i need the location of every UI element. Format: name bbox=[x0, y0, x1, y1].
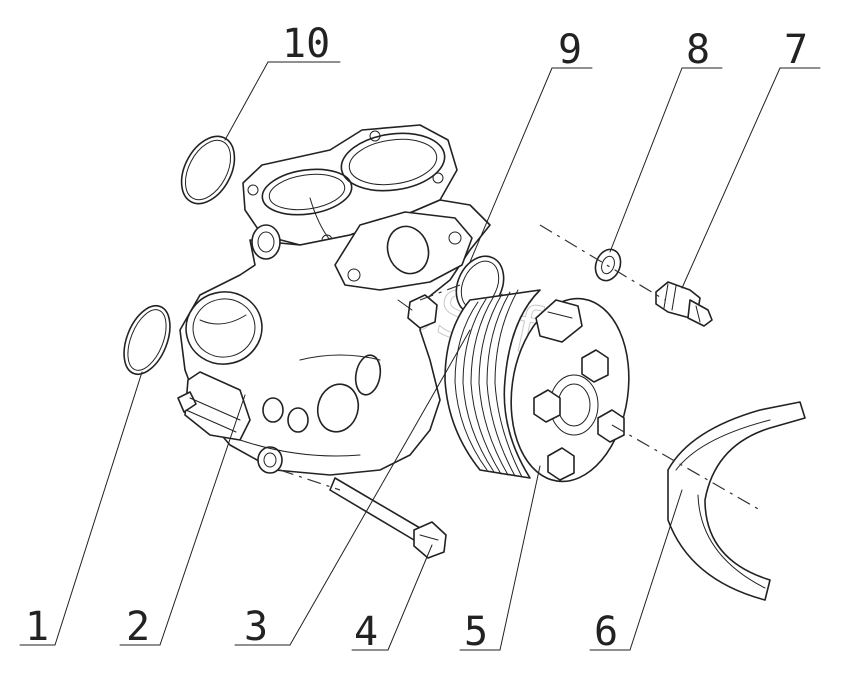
callout-9: 9 bbox=[469, 27, 593, 263]
drive-belt-6 bbox=[667, 401, 806, 601]
hub-bolt bbox=[581, 349, 609, 383]
o-ring-1 bbox=[123, 304, 171, 376]
hub-bolt bbox=[597, 409, 625, 443]
washer-8 bbox=[594, 248, 622, 282]
pump-housing bbox=[177, 124, 491, 476]
long-bolt-4 bbox=[329, 477, 447, 559]
hub-bolt bbox=[533, 389, 561, 423]
callout-label-2: 2 bbox=[126, 604, 150, 650]
callout-5: 5 bbox=[459, 465, 541, 655]
fitting-7 bbox=[655, 281, 713, 327]
callout-10: 10 bbox=[224, 21, 341, 141]
callout-label-7: 7 bbox=[784, 27, 808, 73]
centerlines bbox=[279, 224, 761, 511]
callout-label-9: 9 bbox=[558, 27, 582, 73]
callout-label-10: 10 bbox=[282, 21, 330, 67]
hub-bolt bbox=[535, 299, 583, 343]
pulley-hub bbox=[444, 289, 630, 483]
callout-1: 1 bbox=[19, 371, 143, 650]
hub-bolt bbox=[547, 447, 575, 481]
callout-label-6: 6 bbox=[594, 609, 618, 655]
callout-label-1: 1 bbox=[25, 604, 49, 650]
callout-7: 7 bbox=[681, 27, 821, 289]
callout-4: 4 bbox=[351, 544, 433, 655]
callout-label-3: 3 bbox=[244, 604, 268, 650]
callout-label-5: 5 bbox=[464, 609, 488, 655]
callout-3: 3 bbox=[234, 329, 471, 650]
callout-label-4: 4 bbox=[354, 609, 378, 655]
callout-label-8: 8 bbox=[686, 27, 710, 73]
callout-6: 6 bbox=[589, 489, 683, 655]
o-ring-10 bbox=[180, 135, 236, 205]
callout-2: 2 bbox=[119, 394, 246, 650]
callout-8: 8 bbox=[609, 27, 723, 253]
